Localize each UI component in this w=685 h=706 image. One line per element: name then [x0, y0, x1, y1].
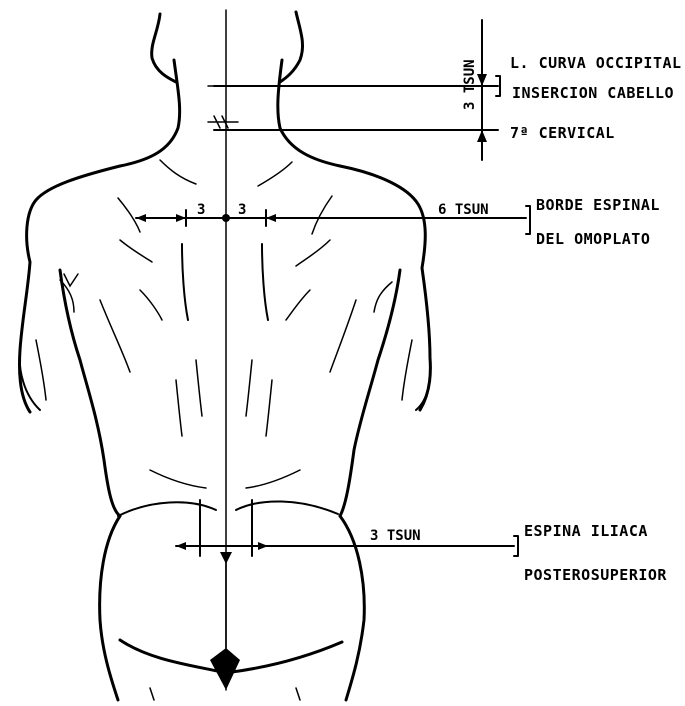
iliac-label-line1: ESPINA ILIACA [524, 522, 648, 540]
left-spine-distance: 3 [197, 202, 205, 218]
scapula-measure-label: 6 TSUN [438, 202, 489, 218]
occipital-label-line2: INSERCION CABELLO [512, 84, 674, 102]
iliac-label-line2: POSTEROSUPERIOR [524, 566, 667, 584]
iliac-measure-label: 3 TSUN [370, 528, 421, 544]
occipital-label-line1: L. CURVA OCCIPITAL [510, 54, 682, 72]
cervical-label: 7ª CERVICAL [510, 124, 615, 142]
labels: L. CURVA OCCIPITAL INSERCION CABELLO 7ª … [197, 54, 682, 584]
spine-midline [208, 10, 240, 690]
muscle-details [36, 160, 412, 700]
neck-measure-label: 3 TSUN [462, 59, 478, 110]
scapula-label-line1: BORDE ESPINAL [536, 196, 660, 214]
scapula-label-line2: DEL OMOPLATO [536, 230, 650, 248]
body-outline [19, 12, 430, 700]
right-spine-distance: 3 [238, 202, 246, 218]
